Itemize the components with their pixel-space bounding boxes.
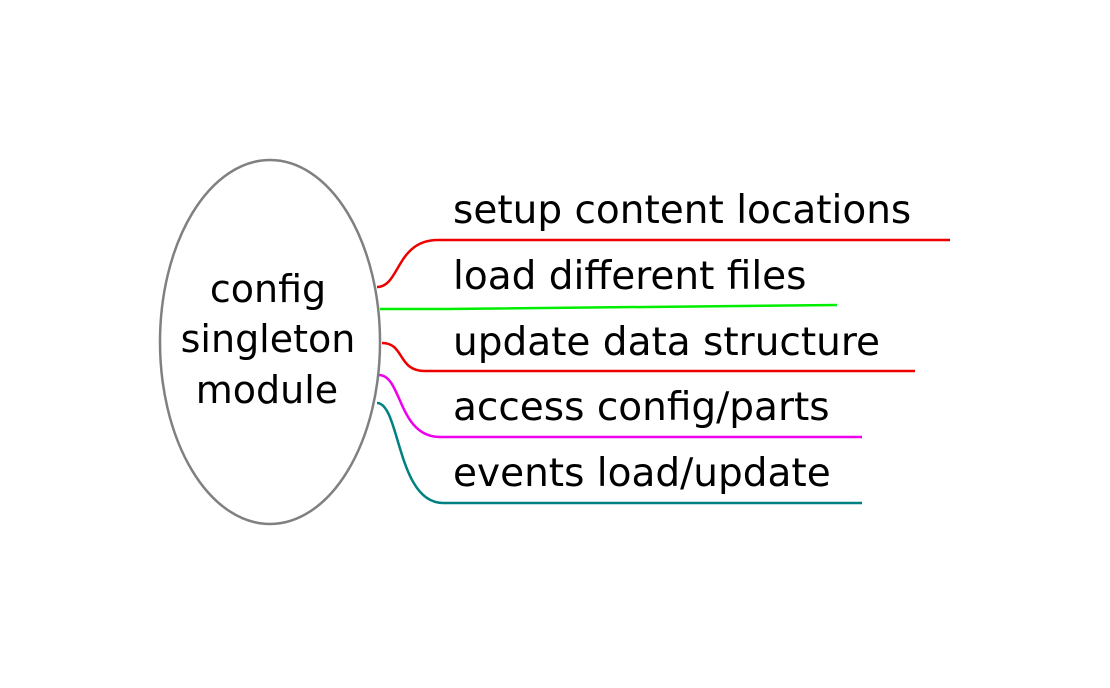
branch-connector-access-config-parts xyxy=(378,373,862,439)
branch-connector-load-different-files xyxy=(380,303,838,311)
branch-connectors xyxy=(376,238,950,505)
branch-label-access-config-parts[interactable]: access config/parts xyxy=(453,385,830,430)
branch-label-update-data-structure[interactable]: update data structure xyxy=(453,320,880,365)
branch-connector-events-load-update xyxy=(376,401,862,505)
central-node-label: config singleton module xyxy=(181,267,356,412)
central-node-ellipse[interactable] xyxy=(158,158,382,526)
branch-connector-setup-content-locations xyxy=(376,238,950,289)
central-node-line-1: config xyxy=(210,267,326,311)
branch-labels: setup content locations load different f… xyxy=(453,188,911,496)
branch-label-events-load-update[interactable]: events load/update xyxy=(453,451,831,496)
central-node-line-3: module xyxy=(196,368,338,412)
branch-label-load-different-files[interactable]: load different files xyxy=(453,254,807,299)
branch-connector-update-data-structure xyxy=(381,341,915,373)
central-node-line-2: singleton xyxy=(181,317,356,361)
branch-label-setup-content-locations[interactable]: setup content locations xyxy=(453,188,911,233)
